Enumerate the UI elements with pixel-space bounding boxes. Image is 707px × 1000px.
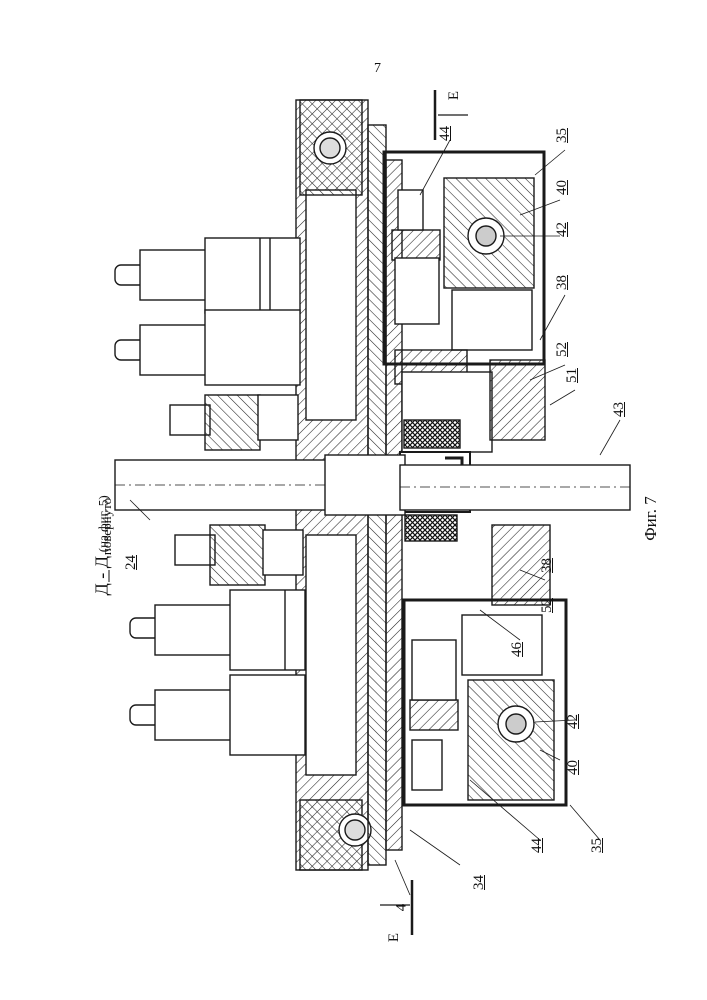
label-42-top: 42 [555, 222, 570, 237]
label-35-top: 35 [555, 128, 570, 143]
section-mark-top: Е [447, 91, 462, 100]
section-title-main: Д - Д [92, 556, 112, 596]
label-24: 24 [124, 555, 139, 570]
motor-upper-2 [115, 310, 300, 385]
page-number: 7 [374, 62, 381, 76]
label-52-bottom: 52 [540, 598, 555, 613]
motor-lower-1 [130, 590, 305, 670]
label-40-bottom: 40 [566, 760, 581, 775]
label-52-top: 52 [555, 342, 570, 357]
label-38-bottom: 38 [540, 558, 555, 573]
main-shaft [115, 455, 630, 515]
section-mark-bottom: Е [387, 933, 402, 942]
gear-upper [170, 395, 298, 450]
label-34: 34 [472, 875, 487, 890]
label-51: 51 [565, 368, 580, 383]
housing-35-bottom [404, 600, 566, 805]
motor-upper-1 [115, 238, 300, 313]
label-46: 46 [510, 642, 525, 657]
label-40-top: 40 [555, 180, 570, 195]
section-title-rotated: повернуто [100, 498, 113, 555]
motor-lower-2 [130, 675, 305, 755]
label-44-top: 44 [438, 126, 453, 141]
label-38-top: 38 [555, 275, 570, 290]
housing-35-top [384, 152, 544, 384]
label-4: 4 [394, 904, 409, 912]
label-35-bottom: 35 [590, 838, 605, 853]
label-44-bottom: 44 [530, 838, 545, 853]
gear-lower [175, 525, 303, 585]
label-43: 43 [612, 402, 627, 417]
label-42-bottom: 42 [566, 714, 581, 729]
figure-caption: Фиг. 7 [642, 496, 659, 541]
